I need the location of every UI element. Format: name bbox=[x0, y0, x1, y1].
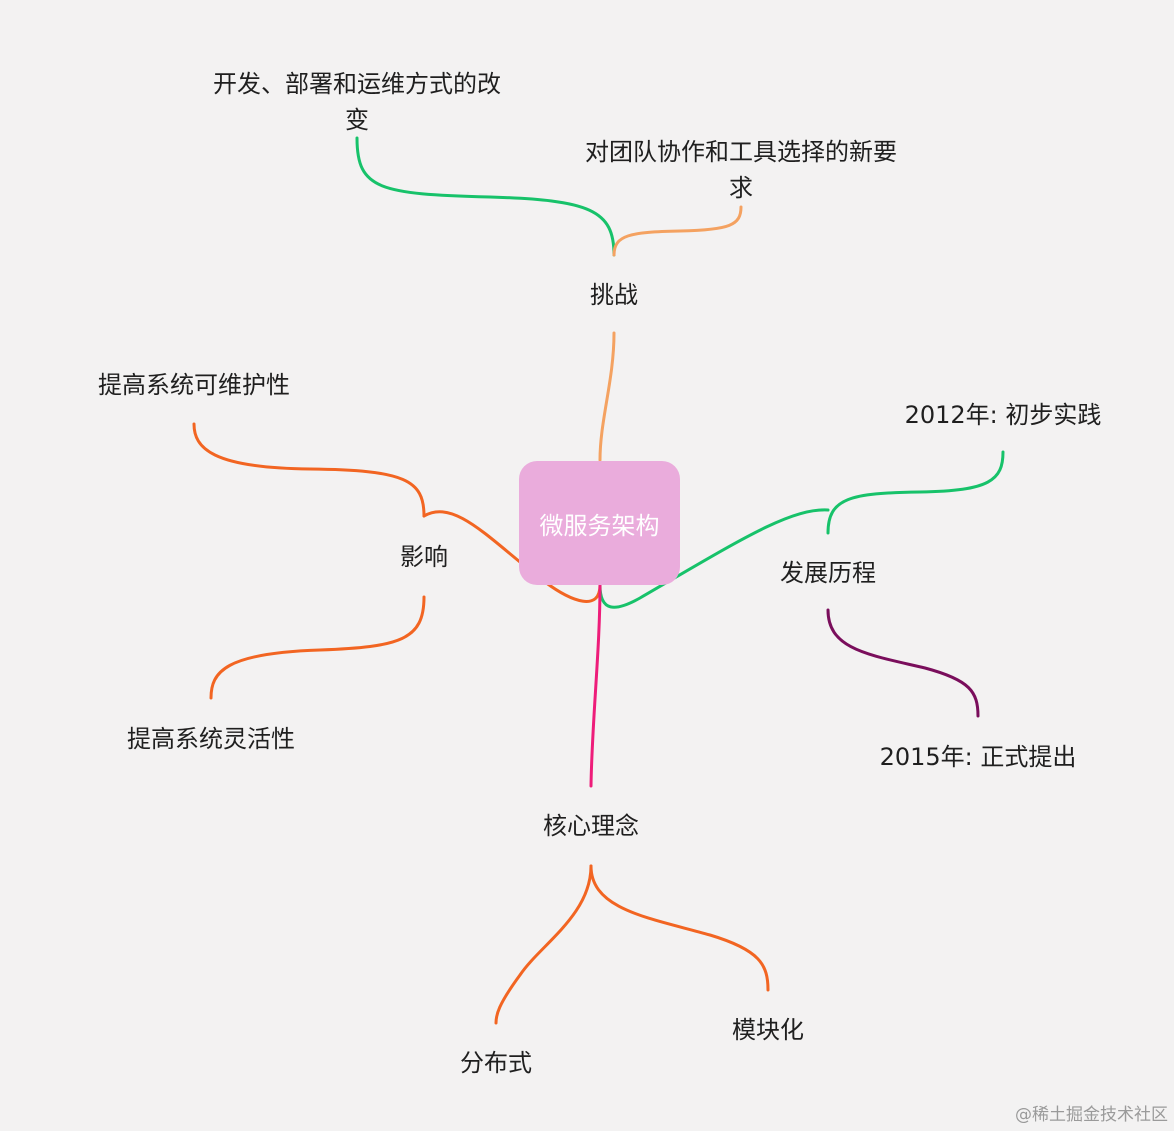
connector-challenge-change bbox=[355, 136, 616, 257]
node-history-2012[interactable]: 2012年: 初步实践 bbox=[904, 401, 1102, 429]
node-challenge-teamwork[interactable]: 对团队协作和工具选择的新要求 bbox=[585, 138, 897, 202]
node-impact-flex[interactable]: 提高系统灵活性 bbox=[127, 725, 295, 753]
connector-challenge-teamwork bbox=[612, 205, 743, 257]
watermark: @稀土掘金技术社区 bbox=[1015, 1105, 1168, 1125]
connector-root-challenge bbox=[598, 331, 616, 462]
connector-core-modular bbox=[589, 864, 770, 992]
node-core-modular[interactable]: 模块化 bbox=[732, 1016, 804, 1044]
node-core-distributed[interactable]: 分布式 bbox=[460, 1049, 532, 1077]
node-core[interactable]: 核心理念 bbox=[543, 812, 639, 840]
node-impact-maintain[interactable]: 提高系统可维护性 bbox=[98, 371, 290, 399]
connector-history-2015 bbox=[826, 608, 980, 718]
connector-root-core bbox=[589, 583, 602, 788]
connector-impact-flex bbox=[209, 595, 426, 700]
node-challenge-change[interactable]: 开发、部署和运维方式的改变 bbox=[213, 70, 501, 134]
connector-history-2012 bbox=[826, 450, 1005, 535]
root-node[interactable]: 微服务架构 bbox=[519, 461, 680, 585]
node-challenge[interactable]: 挑战 bbox=[590, 281, 638, 309]
connector-core-distributed bbox=[494, 864, 593, 1025]
node-impact[interactable]: 影响 bbox=[400, 543, 448, 571]
node-history[interactable]: 发展历程 bbox=[780, 559, 876, 587]
node-history-2015[interactable]: 2015年: 正式提出 bbox=[879, 743, 1077, 771]
connector-impact-maintain bbox=[192, 422, 426, 518]
